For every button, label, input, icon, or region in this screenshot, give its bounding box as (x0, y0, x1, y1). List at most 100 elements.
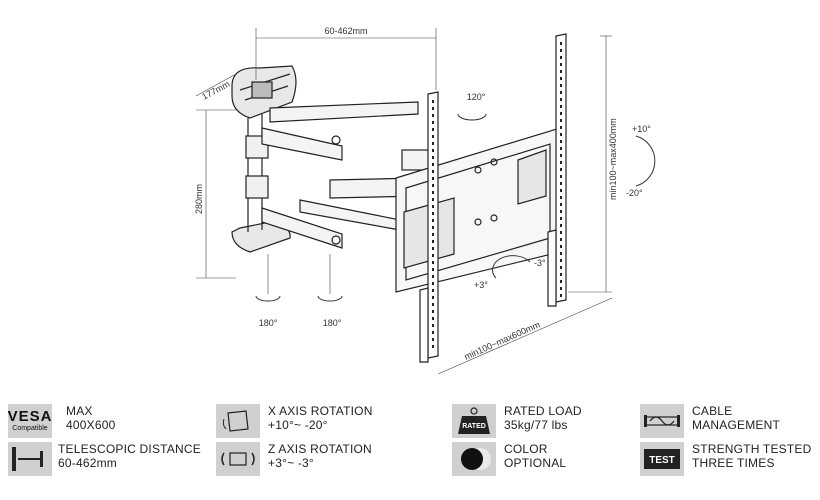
z-axis-title: Z AXIS ROTATION (268, 442, 372, 456)
swivel-arrow (457, 113, 487, 121)
rail-slot (432, 289, 434, 292)
swivel-label: 120° (467, 92, 486, 102)
rail-slot (560, 119, 562, 122)
rail-slot (560, 105, 562, 108)
rail-slot (432, 205, 434, 208)
rail-slot (432, 219, 434, 222)
tilt-up-label: +10° (632, 124, 651, 134)
rail-slot (432, 135, 434, 138)
rail-slot (560, 49, 562, 52)
rail-slot (560, 252, 562, 255)
rail-slot (560, 77, 562, 80)
rail-slot (432, 170, 434, 173)
feature-rated-load: RATED RATED LOAD 35kg/77 lbs (452, 404, 582, 438)
rail-slot (432, 128, 434, 131)
rail-slot (560, 63, 562, 66)
rail-slot (560, 84, 562, 87)
rail-slot (432, 149, 434, 152)
rail-slot (560, 224, 562, 227)
joint-arrow-right (317, 295, 343, 302)
rail-slot (560, 154, 562, 157)
rail-slot (560, 294, 562, 297)
level-icon (216, 442, 260, 476)
svg-text:RATED: RATED (462, 423, 486, 430)
rail-slot (560, 280, 562, 283)
tv-mount-diagram: 60-462mm 177mm 280mm min100~max600mm min… (194, 26, 656, 375)
vesa-value: 400X600 (66, 418, 116, 432)
level-minus-label: -3° (534, 258, 546, 268)
rail-slot (560, 175, 562, 178)
color-title: COLOR (504, 442, 548, 456)
rail-slot (432, 163, 434, 166)
rail-slot (432, 261, 434, 264)
weight-icon: RATED (452, 404, 496, 438)
cable-title: CABLE (692, 404, 733, 418)
rail-slot (432, 240, 434, 243)
color-icon (452, 442, 496, 476)
vesa-badge-icon: VESA Compatible (8, 404, 52, 438)
telescopic-icon (8, 442, 52, 476)
feature-cable: CABLE MANAGEMENT (640, 404, 780, 438)
telescopic-title: TELESCOPIC DISTANCE (58, 442, 201, 456)
joint-right-label: 180° (323, 318, 342, 328)
rail-slot (432, 212, 434, 215)
rail-slot (432, 268, 434, 271)
rail-slot (432, 177, 434, 180)
rail-slot (560, 245, 562, 248)
feature-legend: VESA Compatible MAX 400X600 TELESCOPIC D… (0, 398, 820, 500)
rail-slot (560, 259, 562, 262)
height-label: 280mm (194, 184, 204, 214)
joint-arrow-left (255, 295, 281, 302)
arm-extension-label: 60-462mm (324, 26, 367, 36)
rail-slot (432, 247, 434, 250)
strength-value: THREE TIMES (692, 456, 775, 470)
rail-slot (432, 233, 434, 236)
rail-slot (560, 140, 562, 143)
rail-slot (560, 231, 562, 234)
rail-slot (432, 324, 434, 327)
rail-slot (560, 147, 562, 150)
rail-slot (560, 217, 562, 220)
upper-arm (261, 101, 431, 249)
rail-slot (560, 266, 562, 269)
rated-load-value: 35kg/77 lbs (504, 418, 568, 432)
cable-value: MANAGEMENT (692, 418, 781, 432)
rail-slot (432, 345, 434, 348)
svg-text:TEST: TEST (649, 455, 675, 466)
rail-slot (560, 91, 562, 94)
level-arrow (492, 255, 531, 279)
color-value: OPTIONAL (504, 456, 567, 470)
feature-strength: TEST STRENGTH TESTED THREE TIMES (640, 442, 811, 476)
vesa-title: MAX (66, 404, 93, 418)
feature-telescopic: TELESCOPIC DISTANCE 60-462mm (8, 442, 201, 476)
rail-slot (560, 70, 562, 73)
rail-slot (432, 338, 434, 341)
rail-slot (432, 303, 434, 306)
joint-left-label: 180° (259, 318, 278, 328)
telescopic-value: 60-462mm (58, 456, 117, 470)
z-axis-value: +3°~ -3° (268, 456, 314, 470)
rail-slot (432, 310, 434, 313)
cable-icon (640, 404, 684, 438)
test-icon: TEST (640, 442, 684, 476)
rail-slot (432, 121, 434, 124)
rail-slot (560, 273, 562, 276)
rail-slot (560, 182, 562, 185)
rail-slot (560, 210, 562, 213)
tilt-down-label: -20° (626, 188, 643, 198)
rail-slot (560, 203, 562, 206)
rail-slot (560, 133, 562, 136)
depth-label: 177mm (200, 79, 231, 102)
rail-slot (432, 184, 434, 187)
rail-slot (432, 296, 434, 299)
rail-slot (432, 254, 434, 257)
rail-slot (432, 198, 434, 201)
rail-slot (560, 189, 562, 192)
rail-slot (560, 56, 562, 59)
rail-slot (432, 107, 434, 110)
rail-slot (432, 282, 434, 285)
feature-x-axis: X AXIS ROTATION +10°~ -20° (216, 404, 373, 438)
tilt-icon (216, 404, 260, 438)
strength-title: STRENGTH TESTED (692, 442, 812, 456)
vertical-rail-left (419, 91, 439, 363)
